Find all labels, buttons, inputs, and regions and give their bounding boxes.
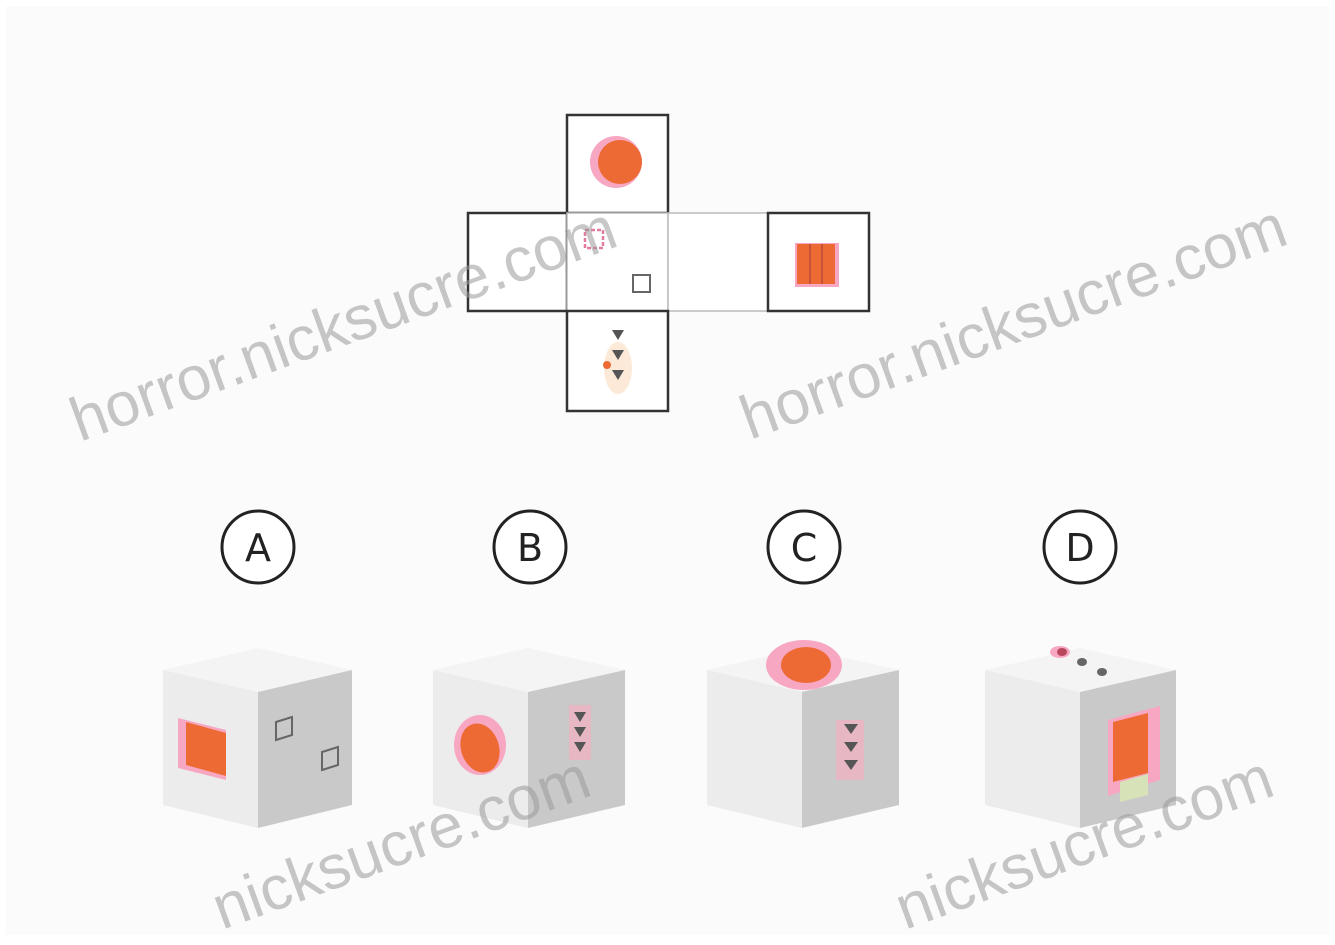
cube-a[interactable] [163, 648, 352, 828]
net-small-pink-square [583, 228, 605, 250]
net-face-top [565, 113, 670, 215]
cube-a-small-square-1 [275, 715, 293, 742]
net-face-center [566, 212, 669, 312]
option-circle [220, 509, 296, 585]
option-label-b[interactable]: B [492, 509, 568, 585]
option-letter: B [517, 526, 543, 570]
option-circle [1042, 509, 1118, 585]
cube-top-face [433, 648, 625, 692]
cube-d-top-mark-1 [1057, 648, 1067, 656]
option-letter: C [791, 526, 818, 570]
cube-a-orange-square [186, 722, 226, 776]
cube-b-triangle-1 [574, 712, 586, 722]
option-letter: D [1065, 526, 1094, 570]
net-triangle-1 [612, 330, 624, 340]
net-face-right-inner [667, 212, 769, 312]
net-face-right-outer [766, 211, 871, 313]
net-triangle-2 [612, 350, 624, 360]
cube-d-top-mark-3 [1097, 668, 1107, 676]
cube-a-small-square-2 [321, 745, 339, 772]
net-circle-mark [598, 140, 642, 184]
cube-top-face [163, 648, 352, 692]
cube-b-orange-circle [460, 723, 500, 773]
cube-d-top-mark-2 [1077, 658, 1087, 666]
cube-front-face [707, 670, 802, 828]
cube-b-triangle-3 [574, 742, 586, 752]
option-letter: A [245, 526, 271, 570]
cube-c-triangle-2 [844, 742, 858, 752]
cube-top-face [985, 648, 1176, 692]
cube-front-face [985, 670, 1080, 828]
option-label-d[interactable]: D [1042, 509, 1118, 585]
cube-net [466, 113, 871, 413]
net-face-bottom [565, 309, 670, 413]
option-circle [766, 509, 842, 585]
cube-c-triangle-1 [844, 724, 858, 734]
cube-d-orange-square [1113, 713, 1148, 782]
cube-c-triangle-3 [844, 760, 858, 770]
cube-c[interactable] [707, 640, 899, 828]
net-triangle-3 [612, 370, 624, 380]
option-label-a[interactable]: A [220, 509, 296, 585]
cube-b-triangle-2 [574, 727, 586, 737]
cube-side-face [258, 670, 352, 828]
cube-c-orange-circle [781, 647, 831, 683]
net-square-mark [797, 244, 835, 284]
net-face-left [466, 211, 569, 313]
option-circle [492, 509, 568, 585]
cube-b[interactable] [433, 648, 625, 828]
option-label-c[interactable]: C [766, 509, 842, 585]
net-small-grey-square [632, 274, 651, 293]
cube-d[interactable] [985, 646, 1176, 828]
